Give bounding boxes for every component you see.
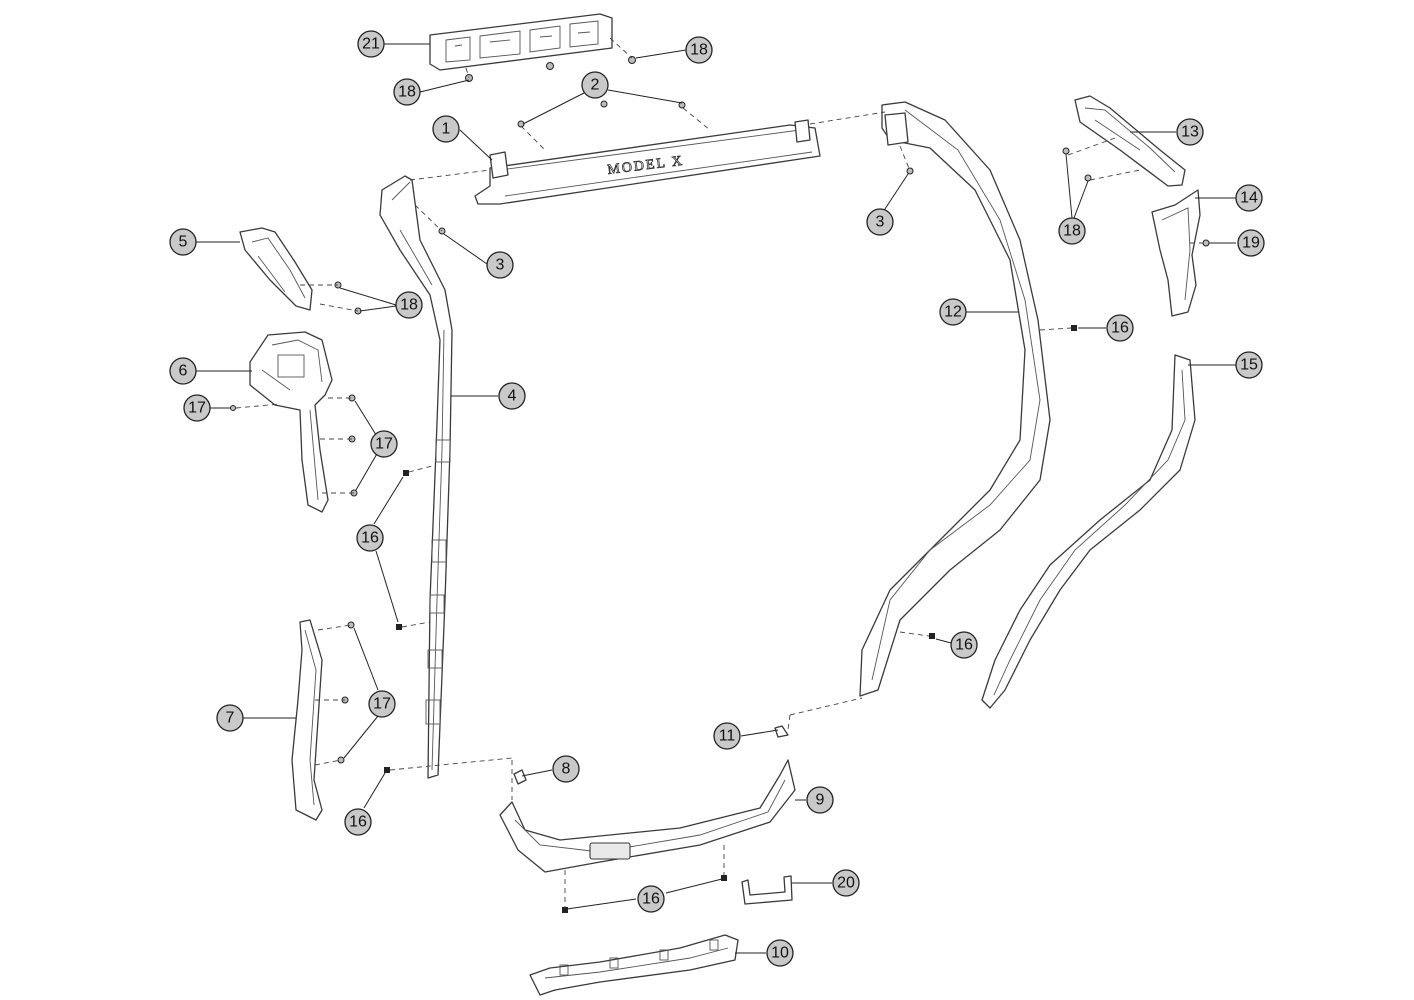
callout-16-label: 16 [642, 891, 660, 908]
callout-17-mid[interactable]: 17 [370, 430, 398, 458]
callout-3-right[interactable]: 3 [866, 208, 894, 236]
callout-16-right-bottom[interactable]: 16 [950, 631, 978, 659]
callout-19[interactable]: 19 [1237, 229, 1265, 257]
callout-10-label: 10 [771, 945, 789, 962]
callout-18-label: 18 [1063, 223, 1081, 240]
callout-4[interactable]: 4 [498, 382, 526, 410]
part-13-bracket [1074, 95, 1186, 187]
part-8-clip [513, 769, 527, 785]
part-10-bracket [529, 934, 739, 996]
part-7-bracket [291, 619, 323, 821]
callout-16-left-bottom[interactable]: 16 [344, 808, 372, 836]
callout-18-left[interactable]: 18 [395, 291, 423, 319]
callout-18-label: 18 [400, 297, 418, 314]
callout-3-left[interactable]: 3 [486, 251, 514, 279]
callout-1-label: 1 [442, 121, 451, 138]
part-4-left-pillar-trim [379, 175, 453, 779]
callout-2[interactable]: 2 [581, 71, 609, 99]
callout-1[interactable]: 1 [432, 115, 460, 143]
callout-10[interactable]: 10 [766, 939, 794, 967]
callout-6[interactable]: 6 [169, 357, 197, 385]
callout-8[interactable]: 8 [552, 755, 580, 783]
callout-2-label: 2 [591, 77, 600, 94]
callout-4-label: 4 [508, 388, 517, 405]
callout-9-label: 9 [816, 792, 825, 809]
callout-19-label: 19 [1242, 235, 1260, 252]
callout-5-label: 5 [179, 234, 188, 251]
part-12-right-arch-trim [859, 101, 1051, 697]
callout-17-label: 17 [375, 436, 393, 453]
callout-16-label: 16 [1111, 320, 1129, 337]
callout-17-label: 17 [188, 400, 206, 417]
callout-8-label: 8 [562, 761, 571, 778]
callout-7-label: 7 [226, 710, 235, 727]
callout-16-label: 16 [955, 637, 973, 654]
part-11-clip [774, 725, 789, 738]
callout-17-lower[interactable]: 17 [368, 690, 396, 718]
callout-18-top-left[interactable]: 18 [393, 78, 421, 106]
part-20-bracket [741, 875, 793, 905]
callout-17-left[interactable]: 17 [183, 394, 211, 422]
callout-20-label: 20 [837, 875, 855, 892]
callout-14[interactable]: 14 [1235, 184, 1263, 212]
callout-3-label: 3 [496, 257, 505, 274]
callout-13[interactable]: 13 [1176, 118, 1204, 146]
callout-12-label: 12 [944, 304, 962, 321]
part-6-bracket [249, 331, 333, 513]
part-1-upper-trim: MODEL X [474, 119, 821, 205]
callout-11-label: 11 [719, 728, 736, 745]
callout-12[interactable]: 12 [939, 298, 967, 326]
callout-5[interactable]: 5 [169, 228, 197, 256]
leader-lines [196, 43, 1236, 954]
callout-15-label: 15 [1240, 357, 1258, 374]
assembly-lines [235, 37, 1206, 907]
callout-11[interactable]: 11 [713, 722, 741, 750]
callout-21[interactable]: 21 [357, 30, 385, 58]
callout-17-label: 17 [373, 696, 391, 713]
callout-18-top-right[interactable]: 18 [685, 36, 713, 64]
callout-16-bottom[interactable]: 16 [637, 885, 665, 913]
part-15-bracket [981, 354, 1196, 709]
callout-6-label: 6 [179, 363, 188, 380]
callout-9[interactable]: 9 [806, 786, 834, 814]
callout-13-label: 13 [1181, 124, 1199, 141]
callout-16-right-top[interactable]: 16 [1106, 314, 1134, 342]
callout-16-left-mid[interactable]: 16 [356, 524, 384, 552]
callout-3-label: 3 [876, 214, 885, 231]
callout-14-label: 14 [1240, 190, 1258, 207]
callout-18-label: 18 [690, 42, 708, 59]
fasteners [230, 56, 1210, 913]
callout-15[interactable]: 15 [1235, 351, 1263, 379]
callout-18-label: 18 [398, 84, 416, 101]
part-9-lower-trim [499, 759, 796, 873]
part-21-license-bracket [429, 13, 613, 71]
callout-7[interactable]: 7 [216, 704, 244, 732]
callout-21-label: 21 [362, 36, 380, 53]
callout-16-label: 16 [349, 814, 367, 831]
callout-20[interactable]: 20 [832, 869, 860, 897]
part-14-bracket [1151, 189, 1201, 317]
part-5-bracket [239, 227, 313, 311]
callout-16-label: 16 [361, 530, 379, 547]
callout-18-right[interactable]: 18 [1058, 217, 1086, 245]
